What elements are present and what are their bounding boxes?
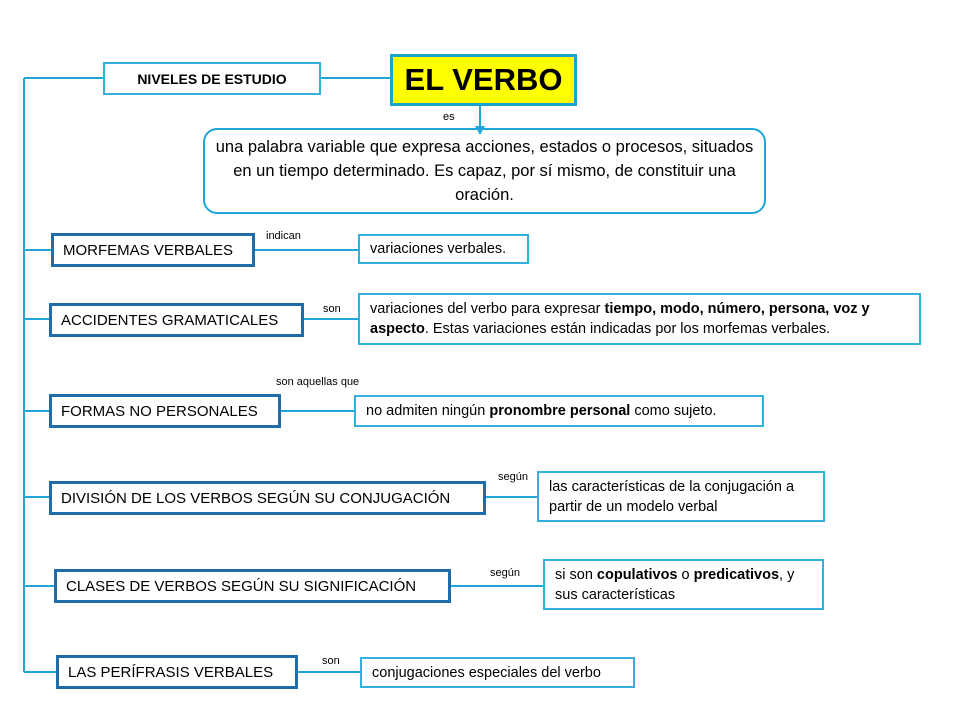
text-segment: . Estas variaciones están indicadas por … bbox=[424, 321, 831, 337]
levels-box: NIVELES DE ESTUDIO bbox=[103, 62, 321, 95]
link-label-segun-2: según bbox=[490, 567, 520, 579]
link-label-son-2: son bbox=[322, 655, 340, 667]
detail-box-perifrasis: conjugaciones especiales del verbo bbox=[360, 657, 635, 688]
link-label-son-1: son bbox=[323, 303, 341, 315]
link-label-indican: indican bbox=[266, 230, 301, 242]
detail-text: variaciones verbales. bbox=[370, 239, 506, 259]
concept-box-morfemas: MORFEMAS VERBALES bbox=[51, 233, 255, 267]
text-segment: , y sus características bbox=[555, 566, 795, 603]
detail-box-division: las características de la conjugación a … bbox=[537, 471, 825, 522]
detail-text: variaciones del verbo para expresar tiem… bbox=[370, 299, 909, 339]
concept-box-accidentes: ACCIDENTES GRAMATICALES bbox=[49, 303, 304, 337]
text-segment: las características de la conjugación a … bbox=[549, 478, 795, 515]
text-segment: variaciones verbales. bbox=[370, 241, 507, 257]
concept-box-perifrasis: LAS PERÍFRASIS VERBALES bbox=[56, 655, 298, 689]
bold-term: predicativos bbox=[693, 566, 780, 583]
concept-box-formas: FORMAS NO PERSONALES bbox=[49, 394, 281, 428]
text-segment: o bbox=[677, 566, 694, 583]
bold-term: copulativos bbox=[596, 566, 678, 583]
detail-box-clases: si son copulativos o predicativos, y sus… bbox=[543, 559, 824, 610]
title-box: EL VERBO bbox=[390, 54, 577, 106]
link-label-es: es bbox=[443, 111, 455, 123]
text-segment: como sujeto. bbox=[630, 403, 717, 419]
text-segment: conjugaciones especiales del verbo bbox=[372, 664, 601, 681]
link-label-segun-1: según bbox=[498, 471, 528, 483]
detail-box-accidentes: variaciones del verbo para expresar tiem… bbox=[358, 293, 921, 345]
link-label-son-aquellas: son aquellas que bbox=[276, 376, 360, 388]
detail-text: no admiten ningún pronombre personal com… bbox=[366, 401, 717, 421]
text-segment: variaciones del verbo para expresar bbox=[370, 301, 605, 317]
concept-box-division: DIVISIÓN DE LOS VERBOS SEGÚN SU CONJUGAC… bbox=[49, 481, 486, 515]
detail-box-morfemas: variaciones verbales. bbox=[358, 234, 529, 264]
text-segment: no admiten ningún bbox=[366, 403, 490, 419]
concept-box-clases: CLASES DE VERBOS SEGÚN SU SIGNIFICACIÓN bbox=[54, 569, 451, 603]
detail-box-formas: no admiten ningún pronombre personal com… bbox=[354, 395, 764, 427]
detail-text: si son copulativos o predicativos, y sus… bbox=[555, 565, 812, 605]
bold-term: pronombre personal bbox=[489, 403, 631, 419]
detail-text: conjugaciones especiales del verbo bbox=[372, 663, 601, 683]
text-segment: si son bbox=[555, 566, 597, 583]
definition-box: una palabra variable que expresa accione… bbox=[203, 128, 766, 214]
bold-term: tiempo, modo, número, persona, voz y asp… bbox=[370, 301, 870, 337]
detail-text: las características de la conjugación a … bbox=[549, 477, 813, 517]
